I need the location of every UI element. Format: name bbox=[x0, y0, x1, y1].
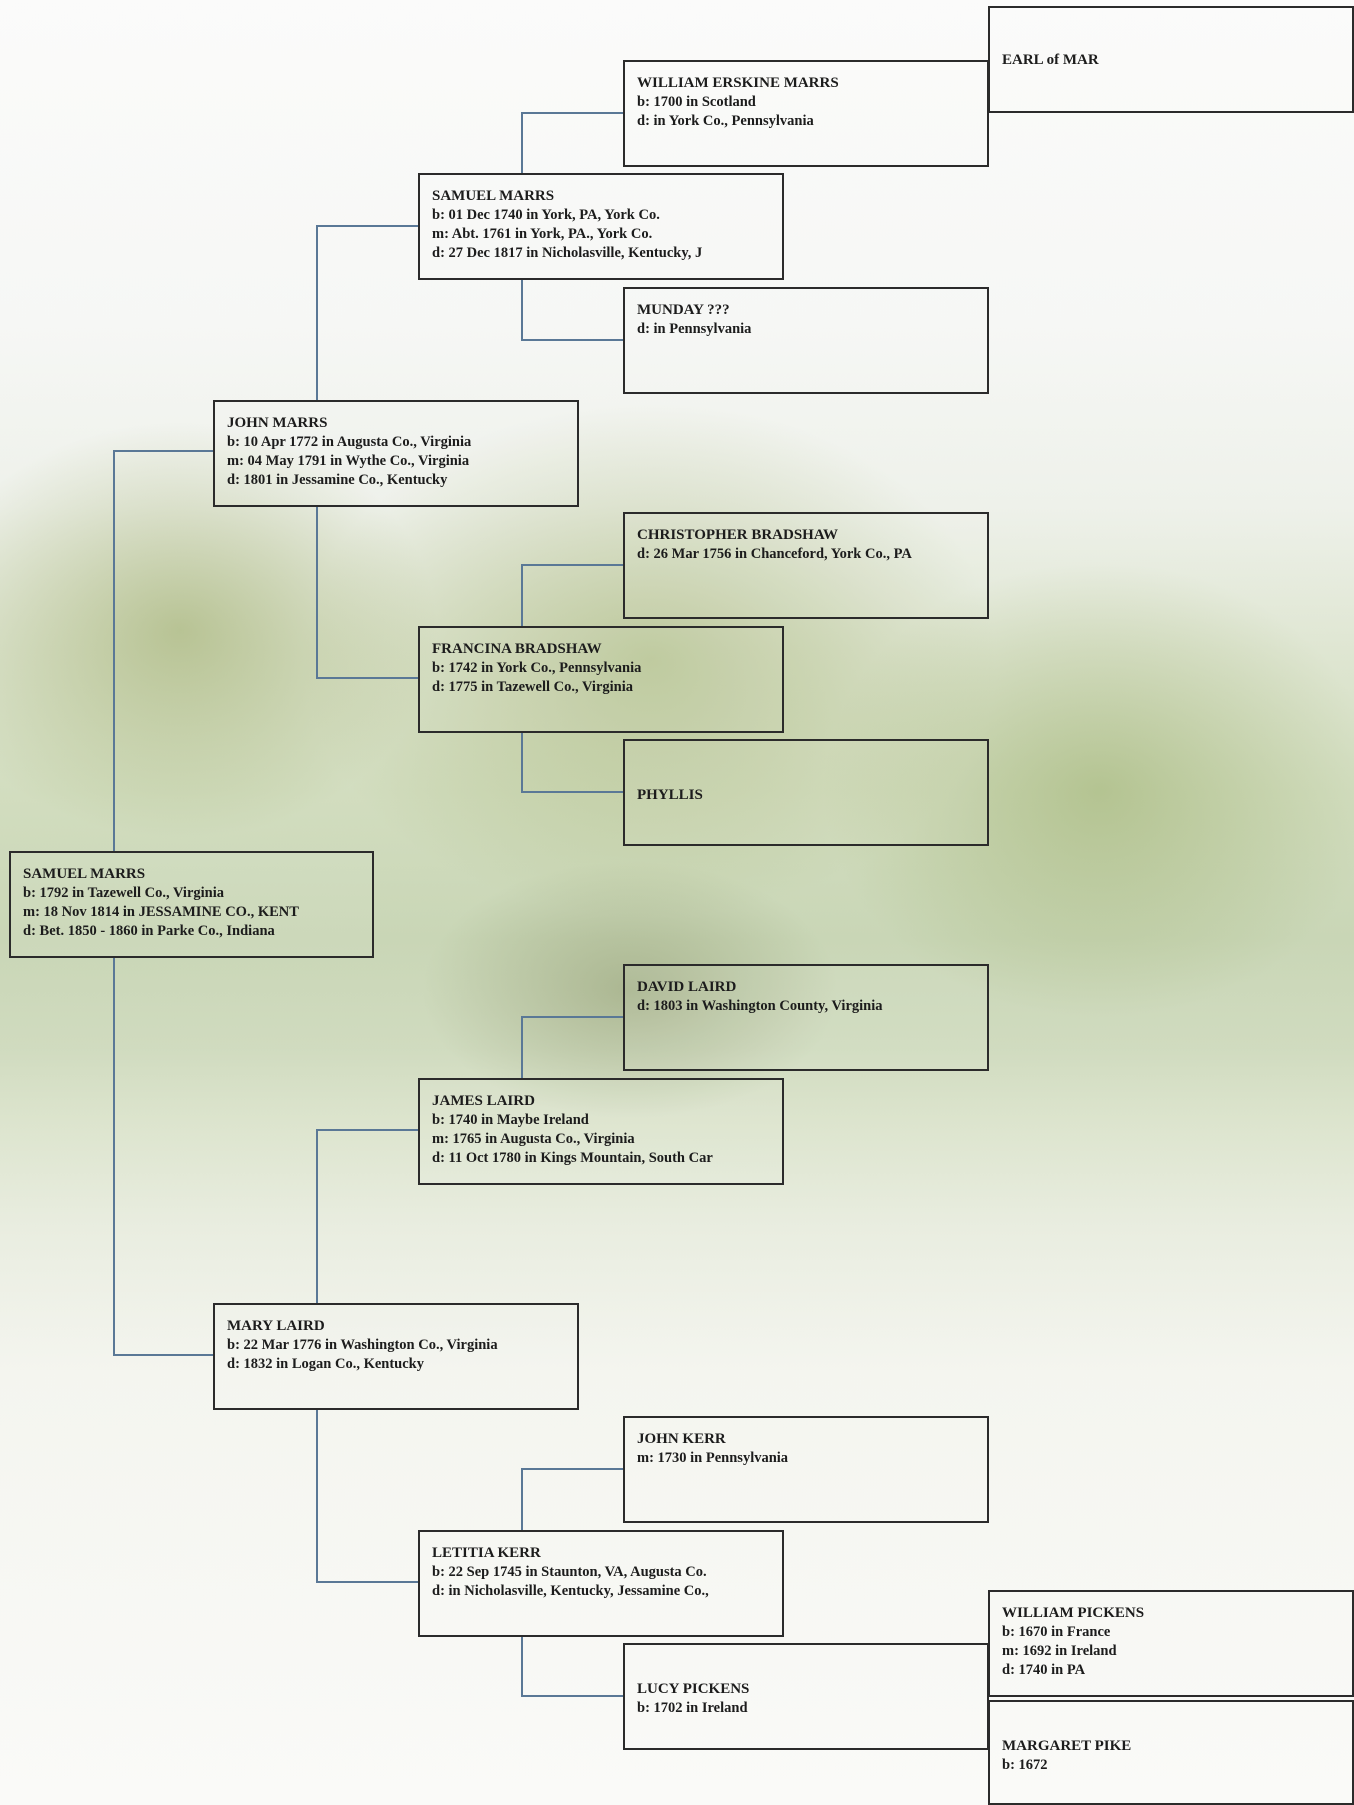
person-death: d: 26 Mar 1756 in Chanceford, York Co., … bbox=[637, 546, 912, 562]
connector-line bbox=[316, 225, 418, 400]
person-death: d: 11 Oct 1780 in Kings Mountain, South … bbox=[432, 1150, 713, 1166]
person-name: MARGARET PIKE bbox=[1002, 1738, 1132, 1754]
person-box-lucy-pickens[interactable]: LUCY PICKENS b: 1702 in Ireland bbox=[623, 1643, 989, 1750]
person-box-earl-of-mar[interactable]: EARL of MAR bbox=[988, 6, 1354, 113]
person-box-william-erskine-marrs[interactable]: WILLIAM ERSKINE MARRS b: 1700 in Scotlan… bbox=[623, 60, 989, 167]
person-name: SAMUEL MARRS bbox=[23, 866, 146, 882]
person-death: d: Bet. 1850 - 1860 in Parke Co., Indian… bbox=[23, 923, 275, 939]
person-name: EARL of MAR bbox=[1002, 52, 1099, 68]
person-birth: b: 1670 in France bbox=[1002, 1624, 1111, 1640]
person-box-phyllis[interactable]: PHYLLIS bbox=[623, 739, 989, 846]
person-box-samuel-marrs-1740[interactable]: SAMUEL MARRS b: 01 Dec 1740 in York, PA,… bbox=[418, 173, 784, 280]
person-birth: b: 01 Dec 1740 in York, PA, York Co. bbox=[432, 207, 660, 223]
person-death: d: in Pennsylvania bbox=[637, 321, 752, 337]
person-death: d: in Nicholasville, Kentucky, Jessamine… bbox=[432, 1583, 709, 1599]
person-box-john-marrs[interactable]: JOHN MARRS b: 10 Apr 1772 in Augusta Co.… bbox=[213, 400, 579, 507]
person-birth: b: 1792 in Tazewell Co., Virginia bbox=[23, 885, 225, 901]
person-box-samuel-marrs-1792[interactable]: SAMUEL MARRS b: 1792 in Tazewell Co., Vi… bbox=[9, 851, 374, 958]
person-name: WILLIAM PICKENS bbox=[1002, 1605, 1145, 1621]
person-name: MUNDAY ??? bbox=[637, 302, 730, 318]
person-birth: b: 1700 in Scotland bbox=[637, 94, 756, 110]
person-name: FRANCINA BRADSHAW bbox=[432, 641, 602, 657]
person-death: d: 1801 in Jessamine Co., Kentucky bbox=[227, 472, 448, 488]
person-name: SAMUEL MARRS bbox=[432, 188, 555, 204]
person-marriage: m: Abt. 1761 in York, PA., York Co. bbox=[432, 226, 653, 242]
person-death: d: 1775 in Tazewell Co., Virginia bbox=[432, 679, 634, 695]
person-marriage: m: 04 May 1791 in Wythe Co., Virginia bbox=[227, 453, 470, 469]
person-death: d: in York Co., Pennsylvania bbox=[637, 113, 814, 129]
person-name: JAMES LAIRD bbox=[432, 1093, 535, 1109]
connector-line bbox=[521, 1016, 623, 1078]
person-name: CHRISTOPHER BRADSHAW bbox=[637, 527, 839, 543]
person-marriage: m: 1692 in Ireland bbox=[1002, 1643, 1117, 1659]
connector-line bbox=[316, 1410, 418, 1583]
connector-line bbox=[521, 1637, 623, 1697]
person-birth: b: 1742 in York Co., Pennsylvania bbox=[432, 660, 642, 676]
person-birth: b: 1702 in Ireland bbox=[637, 1700, 748, 1716]
person-name: LUCY PICKENS bbox=[637, 1681, 750, 1697]
person-name: WILLIAM ERSKINE MARRS bbox=[637, 75, 839, 91]
person-box-james-laird[interactable]: JAMES LAIRD b: 1740 in Maybe Ireland m: … bbox=[418, 1078, 784, 1185]
person-box-munday[interactable]: MUNDAY ??? d: in Pennsylvania bbox=[623, 287, 989, 394]
person-birth: b: 1672 bbox=[1002, 1757, 1048, 1773]
person-death: d: 1740 in PA bbox=[1002, 1662, 1086, 1678]
person-death: d: 1832 in Logan Co., Kentucky bbox=[227, 1356, 424, 1372]
person-box-david-laird[interactable]: DAVID LAIRD d: 1803 in Washington County… bbox=[623, 964, 989, 1071]
person-death: d: 27 Dec 1817 in Nicholasville, Kentuck… bbox=[432, 245, 703, 261]
person-marriage: m: 1765 in Augusta Co., Virginia bbox=[432, 1131, 635, 1147]
person-name: JOHN MARRS bbox=[227, 415, 328, 431]
person-marriage: m: 1730 in Pennsylvania bbox=[637, 1450, 789, 1466]
person-name: DAVID LAIRD bbox=[637, 979, 737, 995]
person-box-christopher-bradshaw[interactable]: CHRISTOPHER BRADSHAW d: 26 Mar 1756 in C… bbox=[623, 512, 989, 619]
person-name: PHYLLIS bbox=[637, 787, 703, 803]
person-box-francina-bradshaw[interactable]: FRANCINA BRADSHAW b: 1742 in York Co., P… bbox=[418, 626, 784, 733]
person-box-letitia-kerr[interactable]: LETITIA KERR b: 22 Sep 1745 in Staunton,… bbox=[418, 1530, 784, 1637]
person-birth: b: 22 Sep 1745 in Staunton, VA, Augusta … bbox=[432, 1564, 707, 1580]
person-marriage: m: 18 Nov 1814 in JESSAMINE CO., KENT bbox=[23, 904, 299, 920]
connector-line bbox=[521, 280, 623, 341]
connector-line bbox=[316, 1129, 418, 1303]
connector-line bbox=[521, 733, 623, 793]
person-name: JOHN KERR bbox=[637, 1431, 726, 1447]
connector-line bbox=[521, 564, 623, 626]
connector-line bbox=[316, 507, 418, 679]
person-birth: b: 1740 in Maybe Ireland bbox=[432, 1112, 589, 1128]
person-name: LETITIA KERR bbox=[432, 1545, 541, 1561]
person-box-mary-laird[interactable]: MARY LAIRD b: 22 Mar 1776 in Washington … bbox=[213, 1303, 579, 1410]
connector-line bbox=[521, 112, 623, 173]
person-box-william-pickens[interactable]: WILLIAM PICKENS b: 1670 in France m: 169… bbox=[988, 1590, 1354, 1697]
person-birth: b: 10 Apr 1772 in Augusta Co., Virginia bbox=[227, 434, 472, 450]
person-box-margaret-pike[interactable]: MARGARET PIKE b: 1672 bbox=[988, 1700, 1354, 1805]
connector-line bbox=[113, 958, 213, 1356]
person-name: MARY LAIRD bbox=[227, 1318, 325, 1334]
person-death: d: 1803 in Washington County, Virginia bbox=[637, 998, 883, 1014]
connector-line bbox=[113, 450, 213, 851]
person-box-john-kerr[interactable]: JOHN KERR m: 1730 in Pennsylvania bbox=[623, 1416, 989, 1523]
connector-line bbox=[521, 1468, 623, 1530]
person-birth: b: 22 Mar 1776 in Washington Co., Virgin… bbox=[227, 1337, 498, 1353]
